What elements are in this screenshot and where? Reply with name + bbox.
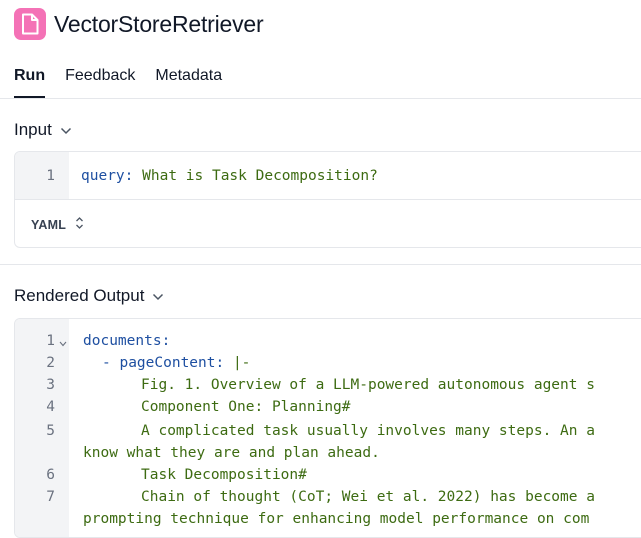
code-line-wrapped: prompting technique for enhancing model … bbox=[83, 511, 590, 527]
chevron-down-icon bbox=[152, 286, 164, 306]
editor-divider bbox=[15, 199, 641, 200]
line-gutter bbox=[15, 319, 69, 537]
code-line: Chain of thought (CoT; Wei et al. 2022) … bbox=[141, 489, 595, 505]
tab-metadata[interactable]: Metadata bbox=[155, 67, 223, 84]
output-section-toggle[interactable]: Rendered Output bbox=[14, 286, 164, 306]
yaml-value: What is Task Decomposition? bbox=[142, 168, 378, 184]
code-line: Task Decomposition# bbox=[141, 467, 307, 483]
code-line-wrapped: know what they are and plan ahead. bbox=[83, 445, 380, 461]
line-number: 5 bbox=[46, 423, 55, 439]
line-number: 7 bbox=[46, 489, 55, 505]
line-number: 6 bbox=[46, 467, 55, 483]
tab-feedback[interactable]: Feedback bbox=[65, 67, 136, 84]
chevron-down-icon bbox=[60, 120, 72, 140]
line-number: 2 bbox=[46, 355, 55, 371]
document-icon bbox=[14, 8, 46, 40]
line-number: 3 bbox=[46, 377, 55, 393]
tab-run[interactable]: Run bbox=[14, 66, 46, 98]
code-line: Component One: Planning# bbox=[141, 399, 351, 415]
format-selector[interactable]: YAML bbox=[31, 216, 84, 233]
chevron-up-down-icon bbox=[75, 216, 84, 233]
fold-chevron-icon[interactable] bbox=[59, 334, 67, 352]
code-line: query: What is Task Decomposition? bbox=[81, 168, 378, 184]
format-label: YAML bbox=[31, 217, 67, 232]
input-editor[interactable]: 1 query: What is Task Decomposition? YAM… bbox=[14, 151, 641, 248]
code-line: - pageContent: |- bbox=[102, 355, 250, 371]
line-gutter bbox=[15, 152, 69, 199]
input-heading: Input bbox=[14, 120, 52, 139]
yaml-value: |- bbox=[232, 355, 251, 371]
code-line: documents: bbox=[83, 333, 171, 349]
yaml-key: query: bbox=[81, 168, 134, 184]
tabs-divider bbox=[0, 98, 641, 99]
page-header: VectorStoreRetriever bbox=[14, 8, 264, 40]
yaml-key: - pageContent: bbox=[102, 355, 225, 371]
code-line: A complicated task usually involves many… bbox=[141, 423, 595, 439]
code-line: Fig. 1. Overview of a LLM-powered autono… bbox=[141, 377, 595, 393]
input-section-toggle[interactable]: Input bbox=[14, 120, 72, 140]
section-divider bbox=[0, 264, 641, 265]
line-number: 1 bbox=[46, 168, 55, 184]
output-heading: Rendered Output bbox=[14, 286, 145, 305]
output-editor[interactable]: 1 documents: 2 - pageContent: |- 3 Fig. … bbox=[14, 318, 641, 538]
tab-bar: Run Feedback Metadata bbox=[14, 66, 242, 98]
page-title: VectorStoreRetriever bbox=[54, 10, 264, 37]
line-number: 1 bbox=[46, 333, 55, 349]
line-number: 4 bbox=[46, 399, 55, 415]
